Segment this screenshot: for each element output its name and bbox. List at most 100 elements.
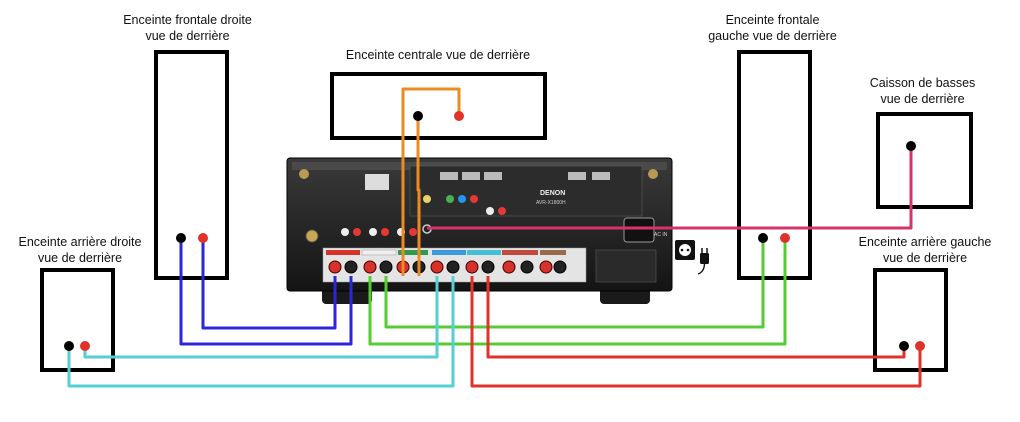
binding-post-red <box>328 260 342 274</box>
front-left-negative-terminal <box>758 233 768 243</box>
rca-jack <box>341 228 349 236</box>
front-right-positive-terminal <box>198 233 208 243</box>
wires <box>67 87 922 388</box>
antenna-right-icon <box>648 169 658 179</box>
wire-surround-left-positive <box>470 276 922 388</box>
binding-post-red <box>539 260 553 274</box>
wire-front-right-negative <box>179 238 353 346</box>
wire-surround-right-negative <box>67 276 455 388</box>
surround-right-negative-terminal <box>64 341 74 351</box>
binding-post-red <box>502 260 516 274</box>
front-left-label-line2: gauche vue de derrière <box>708 29 837 43</box>
hdmi-port <box>592 172 610 180</box>
wire-front-left-positive <box>368 238 787 346</box>
front-right-label-line1: Enceinte frontale droite <box>123 13 252 27</box>
surround-left-speaker <box>873 268 948 372</box>
wire-front-left-negative <box>384 238 765 329</box>
serial-label <box>595 249 657 283</box>
center-negative-terminal <box>413 111 423 121</box>
hdmi-port <box>440 172 458 180</box>
wire-surround-left-negative <box>486 276 906 359</box>
rca-jack <box>353 228 361 236</box>
binding-post-red <box>465 260 479 274</box>
surround-right-speaker-label: Enceinte arrière droite vue de derrière <box>5 234 155 266</box>
surround-right-label-line1: Enceinte arrière droite <box>18 235 142 249</box>
subwoofer-label-line1: Caisson de basses <box>869 76 976 90</box>
binding-post-black <box>344 260 358 274</box>
binding-post-black <box>379 260 393 274</box>
surround-left-positive-terminal <box>915 341 925 351</box>
fm-antenna-jack <box>305 229 319 243</box>
front-right-negative-terminal <box>176 233 186 243</box>
subwoofer-terminal <box>906 141 916 151</box>
binding-post-black <box>553 260 567 274</box>
wall-outlet-face <box>679 244 691 256</box>
hdmi-port <box>568 172 586 180</box>
av-receiver: DENON AVR-X1800H AC IN <box>286 157 673 304</box>
surround-left-label-line1: Enceinte arrière gauche <box>858 235 992 249</box>
front-right-speaker-label: Enceinte frontale droite vue de derrière <box>100 12 275 44</box>
ac-in-label: AC IN <box>654 232 668 238</box>
front-left-speaker <box>737 50 812 280</box>
center-positive-terminal <box>454 111 464 121</box>
receiver-model: AVR-X1800H <box>536 200 566 206</box>
rca-jack <box>446 195 454 203</box>
receiver-brand: DENON <box>540 190 565 197</box>
surround-left-label-line2: vue de derrière <box>882 251 968 265</box>
center-speaker-label: Enceinte centrale vue de derrière <box>318 47 558 63</box>
front-right-label-line2: vue de derrière <box>145 29 230 43</box>
surround-right-positive-terminal <box>80 341 90 351</box>
surround-right-label-line2: vue de derrière <box>37 251 123 265</box>
antenna-left-icon <box>299 169 309 179</box>
ac-inlet <box>623 217 655 243</box>
zone-color-bar <box>326 250 360 255</box>
binding-posts <box>328 260 567 274</box>
rca-jack <box>486 207 494 215</box>
wire-subwoofer <box>427 146 913 230</box>
terminal-bar-colors <box>326 249 566 256</box>
rca-jack <box>470 195 478 203</box>
network-port <box>365 174 389 190</box>
wire-front-right-positive <box>201 238 337 330</box>
subwoofer-label-line2: vue de derrière <box>880 92 965 106</box>
rca-jack <box>381 228 389 236</box>
rca-jack <box>369 228 377 236</box>
speaker-terminals <box>64 111 925 351</box>
binding-post-black <box>481 260 495 274</box>
zone-color-bar <box>361 249 397 256</box>
center-label-line1: Enceinte centrale vue de derrière <box>345 48 531 62</box>
surround-left-speaker-label: Enceinte arrière gauche vue de derrière <box>836 234 1014 266</box>
front-right-speaker <box>154 50 229 280</box>
rca-jack <box>458 195 466 203</box>
rca-jack <box>423 195 431 203</box>
binding-post-black <box>520 260 534 274</box>
hdmi-port <box>484 172 502 180</box>
front-left-positive-terminal <box>780 233 790 243</box>
rca-jack <box>409 228 417 236</box>
front-left-speaker-label: Enceinte frontale gauche vue de derrière <box>690 12 855 44</box>
zone-color-bar <box>502 250 538 255</box>
binding-post-red <box>430 260 444 274</box>
plug-cord <box>697 263 706 275</box>
subwoofer-label: Caisson de basses vue de derrière <box>850 75 995 107</box>
hdmi-port <box>462 172 480 180</box>
plug-body <box>700 253 709 264</box>
subwoofer <box>876 112 973 209</box>
center-speaker <box>330 72 547 140</box>
wire-center-negative <box>416 116 421 276</box>
surround-right-speaker <box>40 268 115 372</box>
zone-color-bar <box>467 250 501 255</box>
zone-color-bar <box>432 250 466 255</box>
rca-jack <box>498 207 506 215</box>
front-left-label-line1: Enceinte frontale <box>725 13 820 27</box>
wire-center-positive <box>401 87 461 276</box>
outlet-pin <box>680 248 684 252</box>
binding-post-black <box>446 260 460 274</box>
power-plug-icon <box>697 248 709 275</box>
binding-post-red <box>363 260 377 274</box>
outlet-pin <box>686 248 690 252</box>
zone-color-bar <box>398 250 428 255</box>
zone-color-bar <box>540 250 566 255</box>
surround-left-negative-terminal <box>899 341 909 351</box>
